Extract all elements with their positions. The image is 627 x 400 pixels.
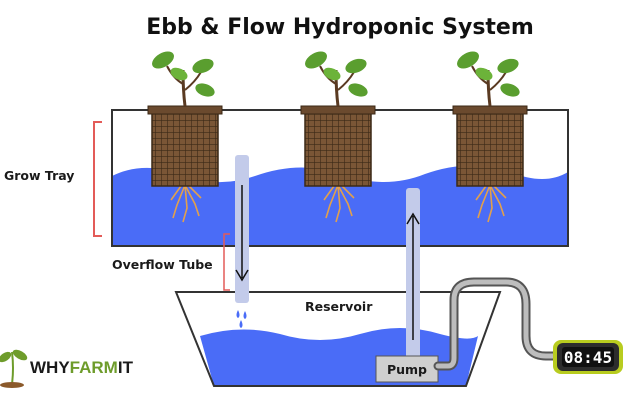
overflow-tube-label: Overflow Tube (112, 257, 213, 272)
roots (323, 184, 355, 223)
timer: 08:45 (553, 340, 623, 374)
plant-3 (452, 51, 528, 223)
overflow-down-arrow (235, 185, 249, 282)
pump-box (375, 355, 439, 383)
plant-stem-leaves (152, 51, 215, 107)
reservoir (174, 291, 502, 387)
net-pot-rim (452, 105, 528, 115)
diagram-title: Ebb & Flow Hydroponic System (146, 15, 534, 40)
net-pot (151, 111, 219, 187)
logo-prefix: WHY (30, 358, 70, 377)
reservoir-label: Reservoir (305, 299, 373, 314)
whyfarmit-logo: WHYFARMIT (0, 349, 134, 388)
logo-sprout-icon (0, 349, 28, 388)
logo-highlight: FARM (70, 358, 118, 377)
plant-stem-leaves (457, 51, 520, 107)
pump-up-arrow (406, 212, 420, 340)
pump-label: Pump (387, 362, 427, 377)
plant-stem-leaves (305, 51, 368, 107)
overflow-tube-bracket (223, 233, 230, 291)
net-pot (456, 111, 524, 187)
pump-hose-inner (435, 279, 559, 369)
plant-1 (147, 51, 223, 223)
water-drops (236, 310, 247, 328)
net-pot (304, 111, 372, 187)
logo-suffix: IT (118, 358, 134, 377)
plant-2 (300, 51, 376, 223)
net-pot-rim (300, 105, 376, 115)
grow-tray-bracket (93, 121, 102, 237)
roots (170, 184, 202, 223)
grow-tray-label: Grow Tray (4, 168, 74, 183)
roots (475, 184, 507, 223)
logo-text: WHYFARMIT (30, 358, 134, 377)
timer-display: 08:45 (564, 348, 612, 367)
net-pot-rim (147, 105, 223, 115)
plants-group (147, 51, 528, 223)
